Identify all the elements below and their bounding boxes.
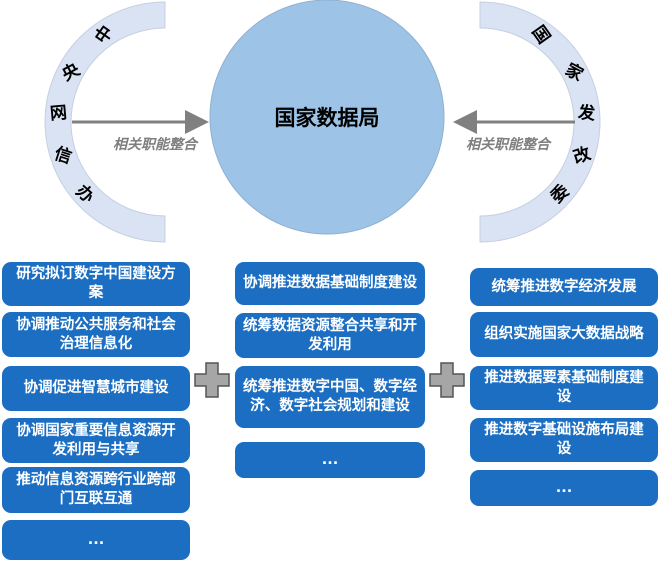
center-circle <box>209 0 445 235</box>
org-char: 网 <box>49 103 68 124</box>
middle-function-box: 统筹推进数字中国、数字经济、数字社会规划和建设 <box>235 366 425 428</box>
left-function-box: 研究拟订数字中国建设方案 <box>2 262 190 306</box>
right-arc <box>479 1 601 243</box>
right-function-box: 组织实施国家大数据战略 <box>470 312 658 357</box>
right-function-box: ... <box>470 470 658 506</box>
left-arc <box>44 1 166 243</box>
right-function-box: 推进数字基础设施布局建设 <box>470 418 658 462</box>
left-function-box: 协调推动公共服务和社会治理信息化 <box>2 312 190 357</box>
right-function-box: 推进数据要素基础制度建设 <box>470 366 658 410</box>
left-function-box: 协调国家重要信息资源开发利用与共享 <box>2 418 190 463</box>
org-char: 信 <box>52 143 75 168</box>
middle-function-box: ... <box>235 442 425 478</box>
plus-icon <box>429 362 465 398</box>
middle-function-box: 协调推进数据基础制度建设 <box>235 262 425 305</box>
org-char: 发 <box>576 102 597 125</box>
left-function-box: ... <box>2 520 190 560</box>
left-function-box: 协调促进智慧城市建设 <box>2 366 190 411</box>
center-title: 国家数据局 <box>275 106 380 130</box>
plus-icon <box>194 362 230 398</box>
right-arrow-label: 相关职能整合 <box>466 136 552 153</box>
middle-function-box: 统筹数据资源整合共享和开发利用 <box>235 313 425 358</box>
org-char: 改 <box>571 143 595 169</box>
right-function-box: 统筹推进数字经济发展 <box>470 268 658 306</box>
left-arrow-label: 相关职能整合 <box>113 136 199 153</box>
left-function-box: 推动信息资源跨行业跨部门互联互通 <box>2 467 190 513</box>
